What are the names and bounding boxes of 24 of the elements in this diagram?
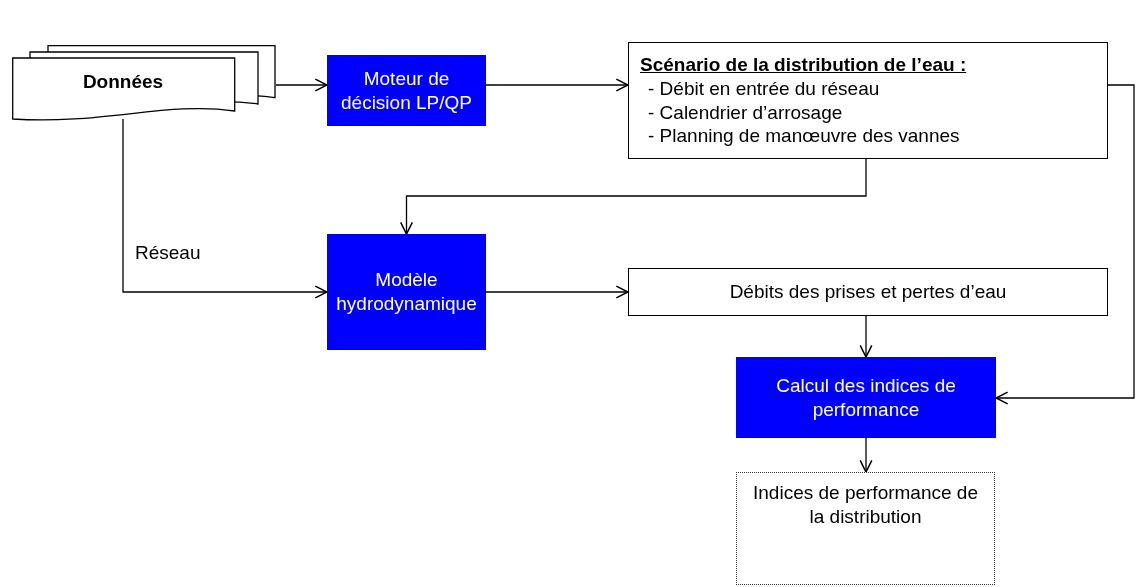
- arrow: [995, 84, 1135, 405]
- list-item: - Planning de manœuvre des vannes: [648, 124, 960, 148]
- arrow: [485, 285, 629, 299]
- list-item: - Calendrier d’arrosage: [648, 100, 843, 125]
- node-label: Données: [81, 70, 165, 94]
- arrow: [275, 78, 328, 92]
- arrow: [485, 78, 629, 92]
- process-box: [327, 55, 486, 126]
- arrow: [859, 437, 873, 473]
- arrow: [122, 118, 328, 299]
- output-box: [736, 472, 995, 585]
- node-label: Débits des prises et pertes d’eau: [729, 280, 1007, 304]
- process-box: [628, 42, 1108, 159]
- process-box: [628, 268, 1108, 316]
- node-label: Modèle hydrodynamique: [335, 268, 478, 316]
- list-item: - Débit en entrée du réseau: [648, 76, 880, 101]
- process-box: [327, 234, 486, 350]
- node-label: Moteur de décision LP/QP: [340, 66, 473, 115]
- arrow: [859, 315, 873, 358]
- node-label: Indices de performance de la distribution: [752, 481, 979, 529]
- node-label: Calcul des indices de performance: [775, 373, 957, 422]
- process-box: [736, 357, 996, 438]
- heading: Scénario de la distribution de l’eau :: [640, 53, 967, 77]
- arrow: [399, 158, 867, 235]
